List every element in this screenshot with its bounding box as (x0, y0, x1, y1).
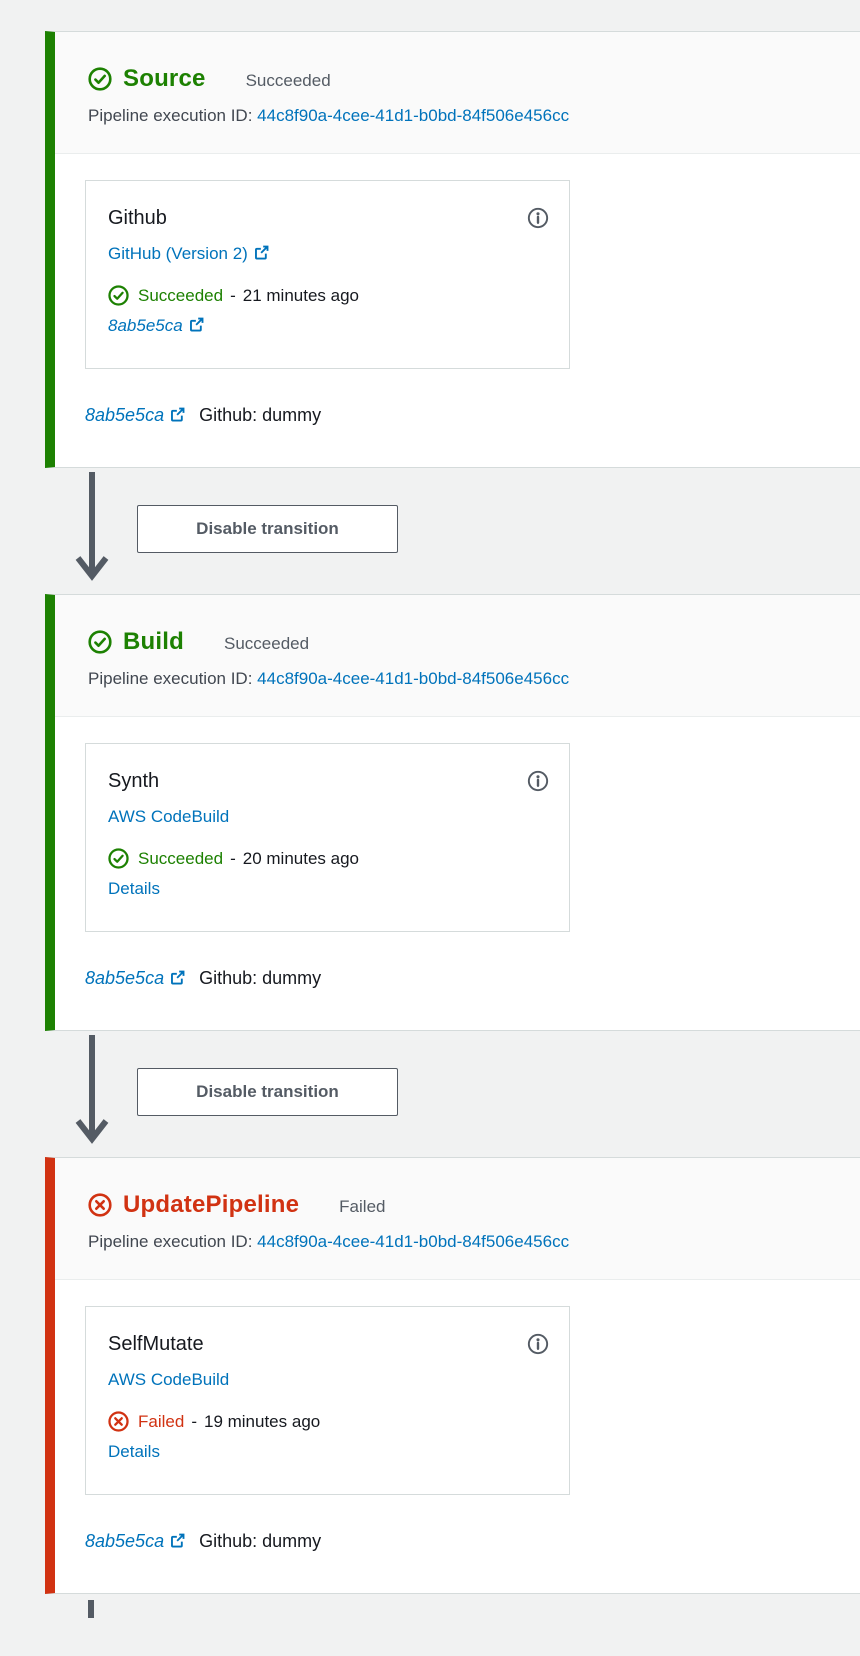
execution-id-link[interactable]: 44c8f90a-4cee-41d1-b0bd-84f506e456cc (257, 106, 570, 125)
stage-status: Failed (339, 1197, 386, 1216)
external-link-icon (254, 245, 269, 260)
execution-id-link[interactable]: 44c8f90a-4cee-41d1-b0bd-84f506e456cc (257, 669, 570, 688)
stage-body: Github GitHub (Version 2) Succeeded - 21… (55, 154, 860, 467)
status-time-separator: - (191, 1411, 197, 1431)
status-time-separator: - (230, 285, 236, 305)
circle-check-icon (108, 848, 129, 869)
transition-build-updatepipeline: Disable transition (45, 1031, 860, 1157)
execution-id-link[interactable]: 44c8f90a-4cee-41d1-b0bd-84f506e456cc (257, 1232, 570, 1251)
stage-build: Build Succeeded Pipeline execution ID: 4… (45, 594, 860, 1031)
stage-header: Source Succeeded Pipeline execution ID: … (55, 32, 860, 154)
action-name: Github (108, 207, 167, 229)
revision-summary: Github: dummy (199, 968, 322, 988)
arrow-down-icon (75, 1035, 109, 1144)
action-provider-link[interactable]: AWS CodeBuild (108, 807, 230, 826)
stage-header: UpdatePipeline Failed Pipeline execution… (55, 1158, 860, 1280)
circle-x-icon (108, 1411, 129, 1432)
stage-header: Build Succeeded Pipeline execution ID: 4… (55, 595, 860, 717)
stage-updatepipeline: UpdatePipeline Failed Pipeline execution… (45, 1157, 860, 1594)
stage-source: Source Succeeded Pipeline execution ID: … (45, 31, 860, 468)
stage-body: SelfMutate AWS CodeBuild Failed - 19 min… (55, 1280, 860, 1593)
action-card-selfmutate: SelfMutate AWS CodeBuild Failed - 19 min… (85, 1306, 570, 1495)
transition-next-stub (45, 1594, 860, 1618)
stage-revision-row: 8ab5e5ca Github: dummy (85, 405, 830, 426)
execution-id-label: Pipeline execution ID: (88, 669, 253, 688)
circle-check-icon (88, 67, 112, 91)
execution-id-label: Pipeline execution ID: (88, 106, 253, 125)
revision-id-link[interactable]: 8ab5e5ca (85, 968, 185, 988)
circle-check-icon (88, 630, 112, 654)
stage-revision-row: 8ab5e5ca Github: dummy (85, 1531, 830, 1552)
circle-check-icon (108, 285, 129, 306)
arrow-down-icon (88, 1600, 94, 1618)
revision-summary: Github: dummy (199, 1531, 322, 1551)
disable-transition-button[interactable]: Disable transition (137, 505, 398, 553)
action-provider-link[interactable]: GitHub (Version 2) (108, 244, 269, 263)
action-card-synth: Synth AWS CodeBuild Succeeded - 20 minut… (85, 743, 570, 932)
action-status: Succeeded (138, 285, 224, 305)
action-time: 20 minutes ago (242, 848, 359, 868)
stage-revision-row: 8ab5e5ca Github: dummy (85, 968, 830, 989)
action-status: Failed (138, 1411, 185, 1431)
revision-id-link[interactable]: 8ab5e5ca (85, 405, 185, 425)
arrow-down-icon (75, 472, 109, 581)
transition-source-build: Disable transition (45, 468, 860, 594)
external-link-icon (170, 406, 185, 422)
action-details-link[interactable]: Details (108, 1442, 160, 1461)
action-status: Succeeded (138, 848, 224, 868)
revision-summary: Github: dummy (199, 405, 322, 425)
stage-name: Source (123, 65, 206, 92)
stage-body: Synth AWS CodeBuild Succeeded - 20 minut… (55, 717, 860, 1030)
action-revision-link[interactable]: 8ab5e5ca (108, 316, 204, 335)
action-name: SelfMutate (108, 1333, 204, 1355)
action-card-github: Github GitHub (Version 2) Succeeded - 21… (85, 180, 570, 369)
action-time: 19 minutes ago (203, 1411, 321, 1431)
stage-name: Build (123, 628, 184, 655)
external-link-icon (189, 317, 204, 332)
circle-x-icon (88, 1193, 112, 1217)
external-link-icon (170, 1532, 185, 1548)
stage-status: Succeeded (245, 71, 331, 90)
action-time: 21 minutes ago (242, 285, 359, 305)
revision-id-link[interactable]: 8ab5e5ca (85, 1531, 185, 1551)
execution-id-label: Pipeline execution ID: (88, 1232, 253, 1251)
info-icon[interactable] (527, 1333, 549, 1355)
action-name: Synth (108, 770, 160, 792)
stage-name: UpdatePipeline (123, 1191, 300, 1218)
pipeline-view: Source Succeeded Pipeline execution ID: … (45, 31, 860, 1618)
status-time-separator: - (230, 848, 236, 868)
info-icon[interactable] (527, 770, 549, 792)
action-details-link[interactable]: Details (108, 879, 160, 898)
info-icon[interactable] (527, 207, 549, 229)
external-link-icon (170, 969, 185, 985)
disable-transition-button[interactable]: Disable transition (137, 1068, 398, 1116)
action-provider-link[interactable]: AWS CodeBuild (108, 1370, 230, 1389)
stage-status: Succeeded (224, 634, 310, 653)
